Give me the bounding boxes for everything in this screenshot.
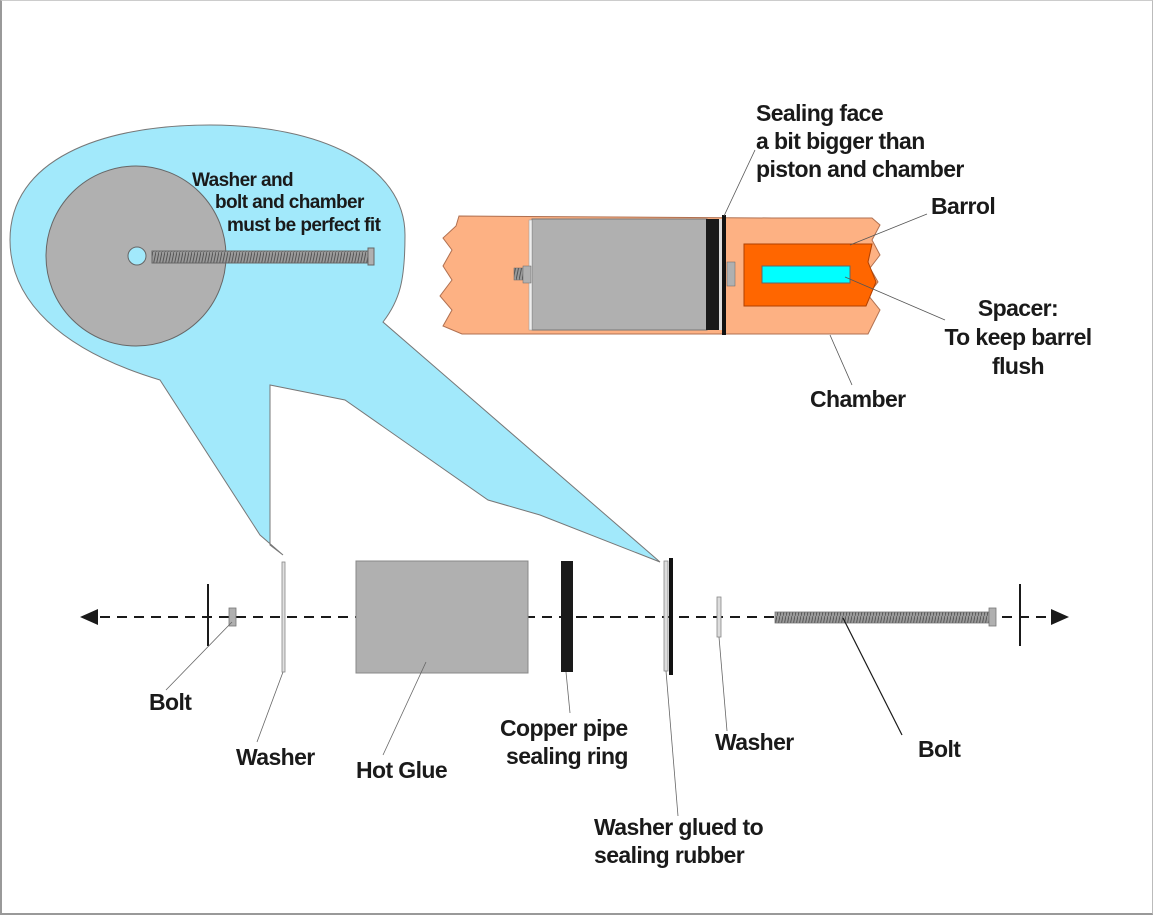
left-bolt-tail [228,607,237,627]
sealing-rubber [669,558,673,675]
right-bolt-shaft [774,611,991,624]
spacer-line-1: Spacer: [978,295,1058,321]
washer-right-leader [718,636,728,732]
assembled-nut [522,265,532,284]
callout-bolt-head [367,247,375,266]
copper-ring-line-1: Copper pipe [500,715,628,741]
sealing-face-leader [723,149,756,217]
hot-glue-block [355,560,529,674]
sealing-face-line-1: Sealing face [756,100,883,126]
callout-note-line-2: bolt and chamber [215,192,365,213]
sealing-face-line-3: piston and chamber [756,156,964,182]
right-washer [716,596,722,638]
assembled-bolt-tail [513,267,525,281]
hot-glue-label: Hot Glue [356,757,447,783]
chamber-leader [829,334,853,386]
spacer-line-2: To keep barrel [944,324,1091,350]
piston-glue-block [531,218,708,331]
bolt-right-leader [842,617,903,736]
glued-washer-leader [665,670,679,817]
callout-note-line-3: must be perfect fit [227,215,382,236]
right-bolt-head [988,607,997,627]
left-washer [281,561,286,673]
barrel-label: Barrol [931,193,995,219]
assembled-bolt-head [726,261,736,287]
bolt-right-label: Bolt [918,736,961,762]
hot-glue-leader [382,661,427,756]
washer-right-label: Washer [715,729,794,755]
exploded-view: Bolt Washer Hot Glue Copper pipe sealing… [80,558,1069,868]
piston-washer-front [719,219,722,330]
washer-left-leader [256,671,284,743]
spacer-leader [844,276,946,321]
sealing-face [722,215,726,335]
spacer-line-3: flush [992,353,1044,379]
sealing-face-line-2: a bit bigger than [756,128,925,154]
barrel-leader [849,213,928,246]
callout-bolt-shaft [151,250,369,264]
copper-ring-line-2: sealing ring [506,743,628,769]
glued-washer [663,560,669,672]
callout-bubble: Washer and bolt and chamber must be perf… [9,124,661,563]
washer-glued-line-1: Washer glued to [594,814,764,840]
callout-note-line-1: Washer and [192,170,293,191]
piston-seal-ring [706,219,719,330]
copper-sealing-ring [561,561,573,672]
chamber-label: Chamber [810,386,906,412]
washer-glued-line-2: sealing rubber [594,842,745,868]
bolt-left-leader [165,621,233,691]
spacer [761,265,851,284]
washer-hole [127,246,147,266]
bolt-left-label: Bolt [149,689,192,715]
copper-ring-leader [565,671,571,714]
assembled-view: Sealing face a bit bigger than piston an… [439,100,1092,412]
washer-left-label: Washer [236,744,315,770]
